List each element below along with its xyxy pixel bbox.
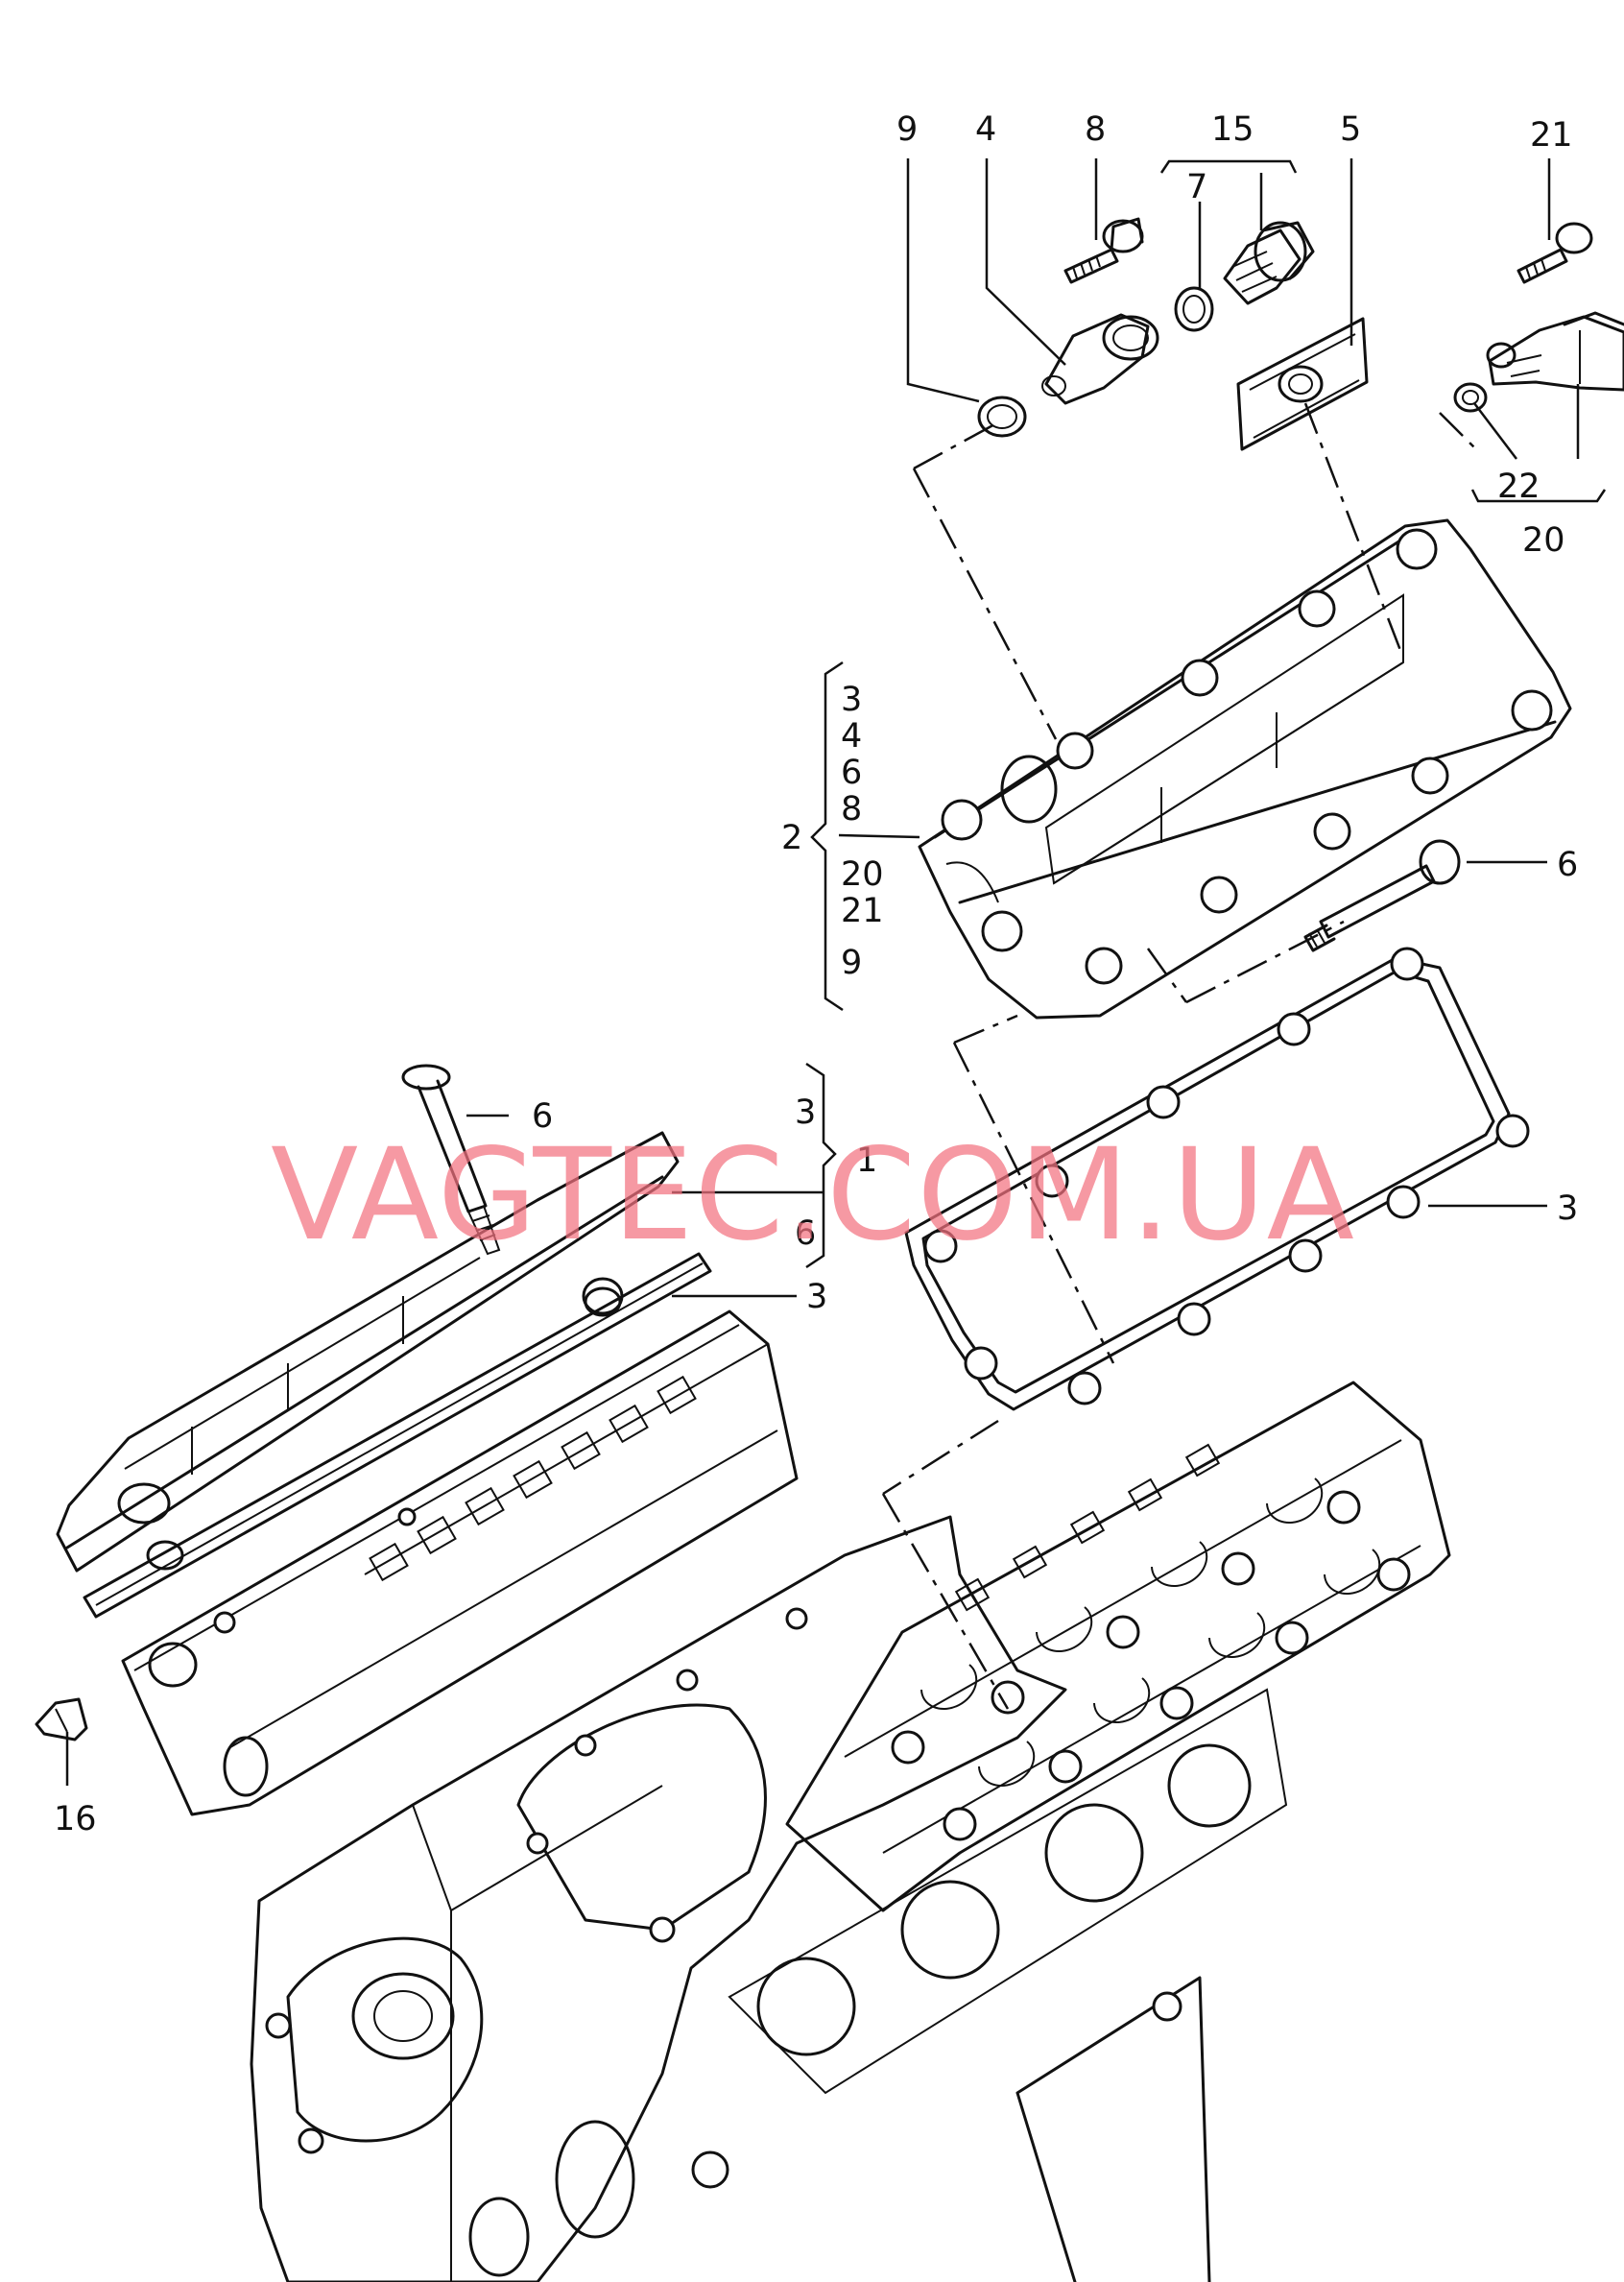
callout-7: 7 bbox=[1186, 168, 1207, 206]
callout-8: 8 bbox=[1085, 110, 1106, 149]
callout-5: 5 bbox=[1340, 110, 1361, 149]
watermark-text: VAGTEC.COM.UA bbox=[271, 1121, 1355, 1269]
part-1-head-cover-left bbox=[56, 1131, 680, 1573]
part-7-o-ring bbox=[1174, 286, 1214, 332]
callout-21: 21 bbox=[1530, 116, 1573, 155]
part-6-bolt-right bbox=[1303, 839, 1461, 952]
callout-22: 22 bbox=[1497, 468, 1540, 506]
part-22-o-ring bbox=[1453, 382, 1488, 413]
part-3-gasket-left bbox=[83, 1252, 712, 1619]
brace-2-item: 4 bbox=[841, 717, 862, 756]
brace-2-item: 3 bbox=[841, 681, 862, 719]
part-6-bolt-left bbox=[401, 1064, 501, 1256]
engine-block bbox=[250, 1381, 1451, 2282]
callout-15: 15 bbox=[1211, 110, 1254, 149]
brace-2-label: 2 bbox=[781, 819, 802, 857]
callout-16: 16 bbox=[54, 1800, 97, 1838]
brace-2-item: 21 bbox=[841, 892, 884, 930]
part-2-head-cover bbox=[918, 518, 1572, 1020]
part-15-filler-cap bbox=[1223, 221, 1315, 305]
brace-1-item: 3 bbox=[795, 1093, 816, 1132]
alignment-lines bbox=[881, 402, 1479, 1710]
brace-1-item: 6 bbox=[795, 1214, 816, 1253]
callout-3-left: 3 bbox=[806, 1278, 827, 1316]
callout-6-right: 6 bbox=[1557, 846, 1578, 884]
part-16-plug bbox=[35, 1697, 88, 1742]
brace-1-label: 1 bbox=[856, 1141, 877, 1180]
callout-4: 4 bbox=[975, 110, 996, 149]
part-20-sensor bbox=[1486, 311, 1624, 392]
part-5-seal-plate bbox=[1236, 317, 1369, 451]
brace-2-item: 20 bbox=[841, 855, 884, 894]
part-9-o-ring bbox=[977, 396, 1027, 438]
part-3-gasket-right bbox=[904, 947, 1530, 1411]
left-cylinder-head bbox=[121, 1309, 799, 1816]
callout-6-left: 6 bbox=[532, 1097, 553, 1136]
callout-3-right: 3 bbox=[1557, 1189, 1578, 1228]
brace-2-item: 8 bbox=[841, 790, 862, 829]
brace-2-item: 9 bbox=[841, 944, 862, 982]
part-8-bolt bbox=[1063, 217, 1144, 284]
callout-20: 20 bbox=[1522, 521, 1565, 560]
callout-labels: 9 4 8 15 7 5 21 22 20 6 6 3 3 16 2 3 4 6… bbox=[54, 110, 1578, 1838]
part-4-housing bbox=[1041, 313, 1159, 405]
leader-lines bbox=[65, 158, 1607, 1786]
brace-2-item: 6 bbox=[841, 754, 862, 792]
part-21-bolt bbox=[1517, 222, 1593, 284]
callout-9: 9 bbox=[896, 110, 918, 149]
